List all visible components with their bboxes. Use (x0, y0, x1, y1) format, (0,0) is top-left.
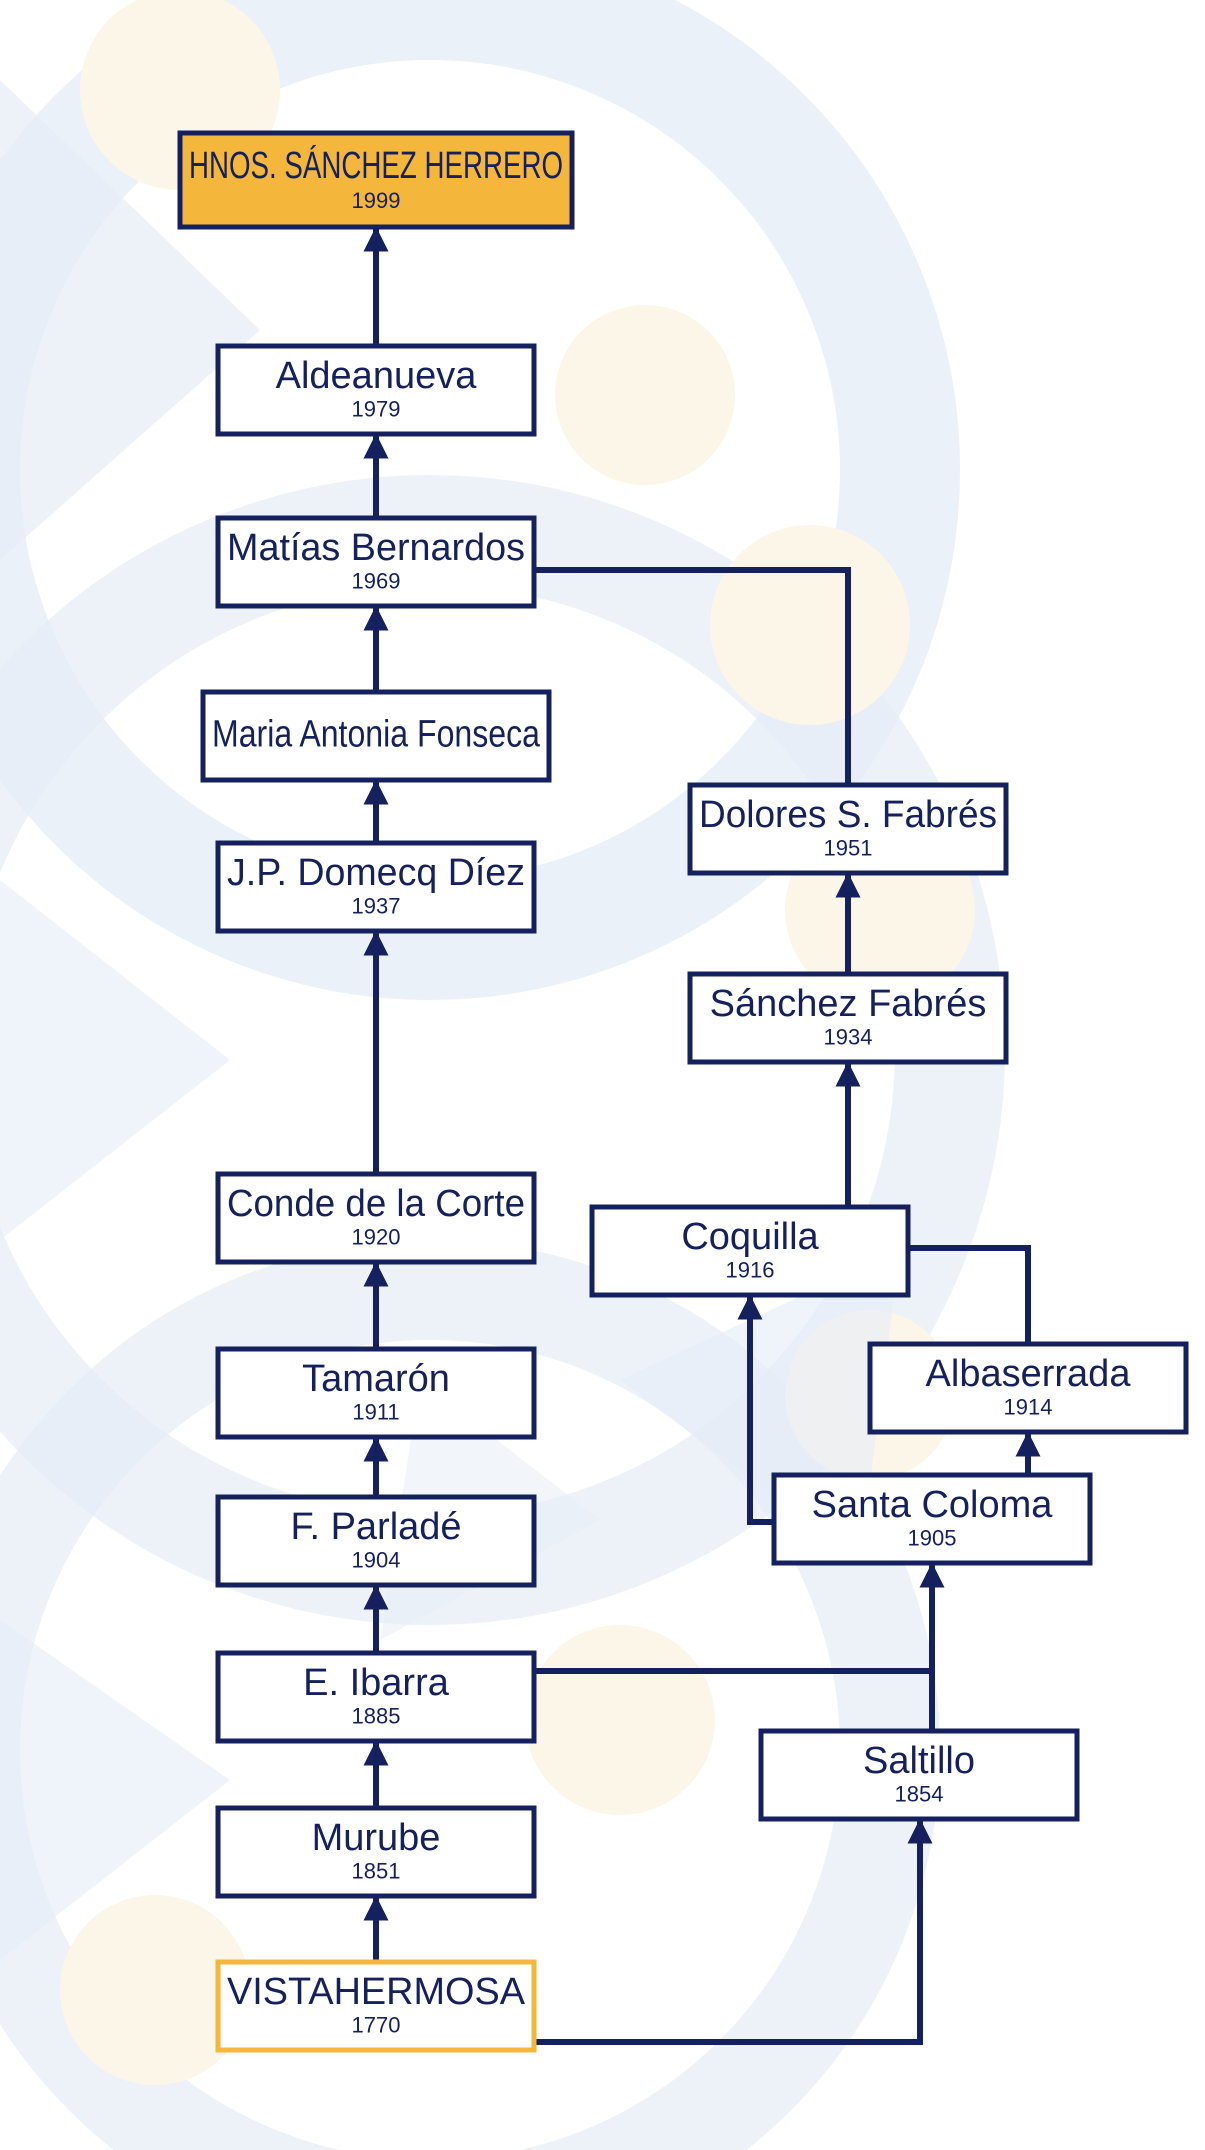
node-year: 1999 (352, 188, 401, 213)
node-box (215, 1171, 537, 1265)
node-name: Murube (312, 1817, 441, 1859)
node-box (215, 343, 537, 437)
node-year: 1937 (352, 893, 401, 918)
node-name: Aldeanueva (276, 355, 478, 397)
node-box (215, 840, 537, 934)
node-year: 1905 (908, 1525, 957, 1550)
node-name: Albaserrada (926, 1353, 1132, 1395)
node-box (758, 1728, 1080, 1822)
node-box (687, 782, 1009, 876)
edge-dolores-s-fabres-to-matias-bernardos (536, 567, 851, 785)
node-year: 1934 (824, 1024, 873, 1049)
node-box (215, 515, 537, 609)
nodes-layer: HNOS. SÁNCHEZ HERRERO1999Aldeanueva1979M… (177, 130, 1189, 2053)
node-name: Tamarón (302, 1358, 450, 1400)
node-name: Dolores S. Fabrés (699, 794, 997, 836)
node-box (200, 689, 552, 783)
node-year: 1851 (352, 1858, 401, 1883)
node-name: Maria Antonia Fonseca (212, 714, 541, 756)
node-box (215, 1494, 537, 1588)
node-box (771, 1472, 1093, 1566)
node-year: 1979 (352, 396, 401, 421)
node-year: 1770 (352, 2012, 401, 2037)
node-name: Matías Bernardos (227, 527, 525, 569)
node-box (215, 1650, 537, 1744)
node-year: 1916 (726, 1257, 775, 1282)
edge-vistahermosa-to-saltillo (534, 1818, 933, 2045)
edge-santa-coloma-to-coquilla (737, 1294, 774, 1525)
node-name: Saltillo (863, 1740, 975, 1782)
edge-albaserrada-to-coquilla (908, 1245, 1031, 1344)
node-year: 1920 (352, 1224, 401, 1249)
node-box (215, 1346, 537, 1440)
node-box (177, 130, 575, 230)
node-name: F. Parladé (290, 1506, 461, 1548)
node-maria-antonia-fonseca: Maria Antonia Fonseca (200, 689, 552, 783)
node-box (215, 1959, 537, 2053)
node-name: Santa Coloma (812, 1484, 1054, 1526)
node-year: 1854 (895, 1781, 944, 1806)
node-box (867, 1341, 1189, 1435)
node-name: Sánchez Fabrés (710, 983, 987, 1025)
node-box (215, 1805, 537, 1899)
node-year: 1904 (352, 1547, 401, 1572)
node-name: Coquilla (681, 1216, 819, 1258)
node-name: VISTAHERMOSA (227, 1971, 526, 2013)
node-year: 1911 (352, 1399, 399, 1424)
node-box (589, 1204, 911, 1298)
node-name: Conde de la Corte (227, 1183, 525, 1225)
node-year: 1885 (352, 1703, 401, 1728)
node-name: HNOS. SÁNCHEZ HERRERO (189, 144, 563, 187)
node-year: 1951 (824, 835, 873, 860)
node-year: 1969 (352, 568, 401, 593)
node-name: E. Ibarra (303, 1662, 450, 1704)
node-name: J.P. Domecq Díez (227, 852, 525, 894)
node-year: 1914 (1004, 1394, 1053, 1419)
edges-layer (363, 226, 1041, 2045)
node-box (687, 971, 1009, 1065)
